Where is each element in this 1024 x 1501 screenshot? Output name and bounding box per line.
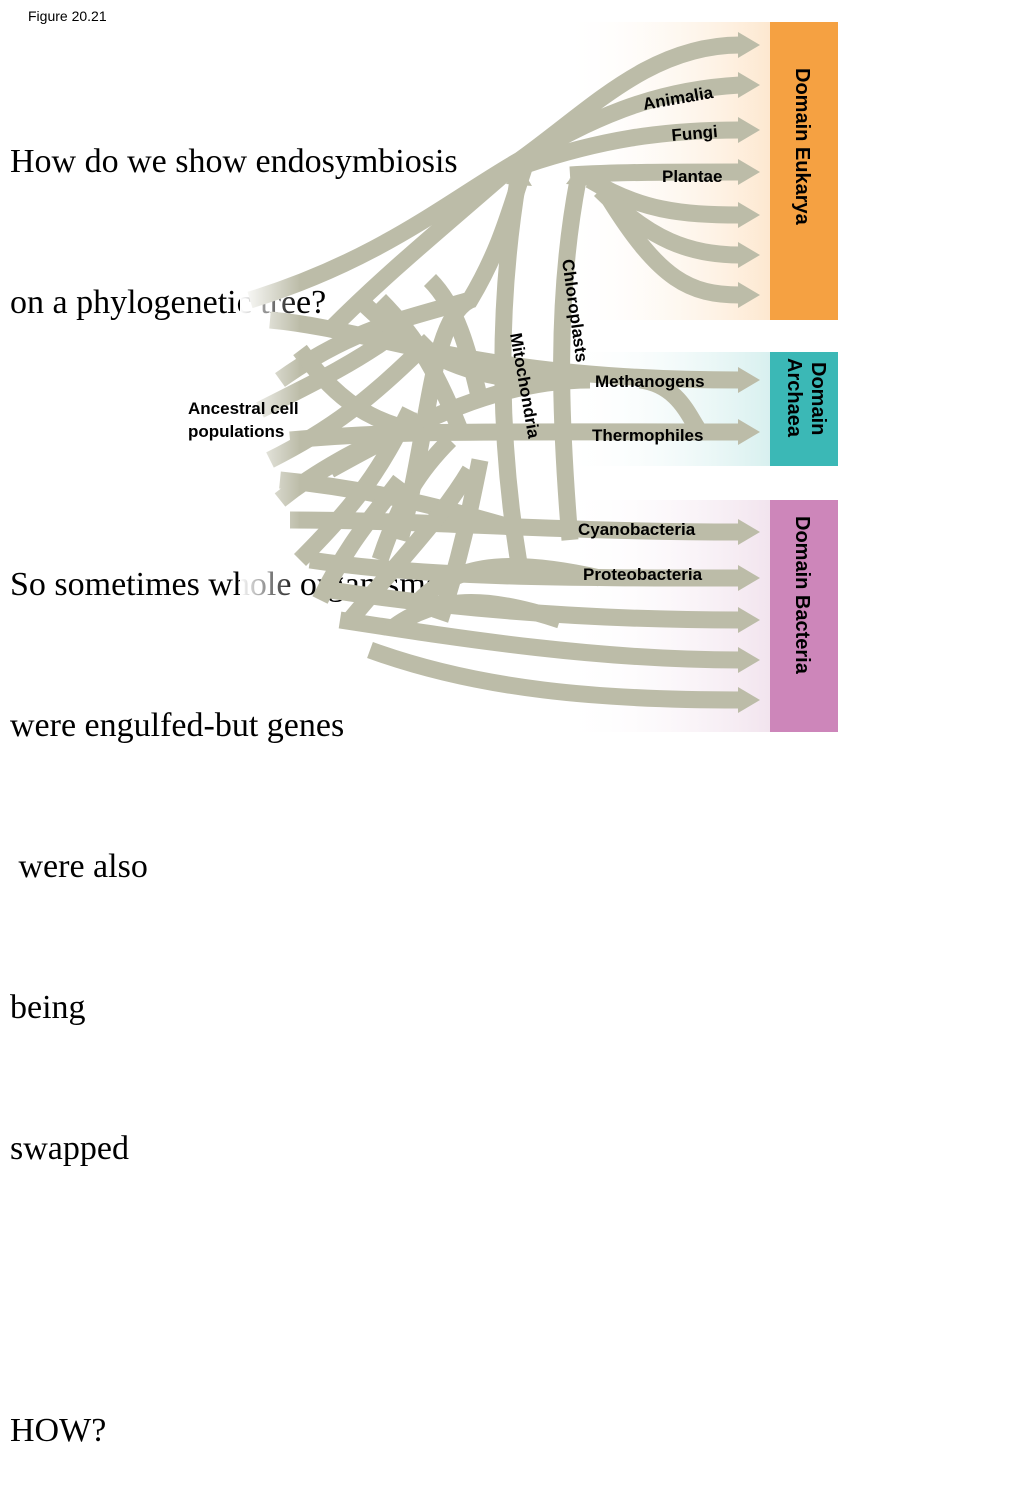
ancestral-label-line2: populations — [188, 422, 284, 441]
cyanobacteria-label: Cyanobacteria — [578, 520, 696, 539]
tree-branches — [247, 36, 741, 709]
fungi-label: Fungi — [671, 122, 719, 145]
ancestral-label-line1: Ancestral cell — [188, 399, 299, 418]
thermophiles-label: Thermophiles — [592, 426, 703, 445]
text-line: being — [10, 989, 86, 1026]
domain-bacteria-label: Domain Bacteria — [791, 516, 813, 675]
plantae-label: Plantae — [662, 167, 722, 186]
ancestral-fade — [240, 270, 300, 670]
text-line: were also — [10, 848, 148, 885]
text-line: HOW? — [10, 1412, 107, 1449]
figure-label: Figure 20.21 — [28, 8, 107, 24]
domain-eukarya-label: Domain Eukarya — [791, 68, 813, 226]
methanogens-label: Methanogens — [595, 372, 705, 391]
text-line: swapped — [10, 1130, 129, 1167]
domain-archaea-label-line2: Archaea — [783, 358, 805, 438]
text-line: were engulfed-but genes — [10, 707, 345, 744]
text-line — [10, 1266, 458, 1313]
text-line: How do we show endosymbiosis — [10, 143, 458, 180]
domain-bacteria-box — [770, 500, 838, 732]
phylogenetic-tree-diagram: Domain Eukarya Domain Archaea Domain Bac… — [188, 22, 838, 732]
domain-eukarya-box — [770, 22, 838, 320]
domain-archaea-box — [770, 352, 838, 466]
arrowheads — [506, 32, 760, 713]
proteobacteria-label: Proteobacteria — [583, 565, 703, 584]
domain-archaea-label-line1: Domain — [807, 362, 829, 435]
